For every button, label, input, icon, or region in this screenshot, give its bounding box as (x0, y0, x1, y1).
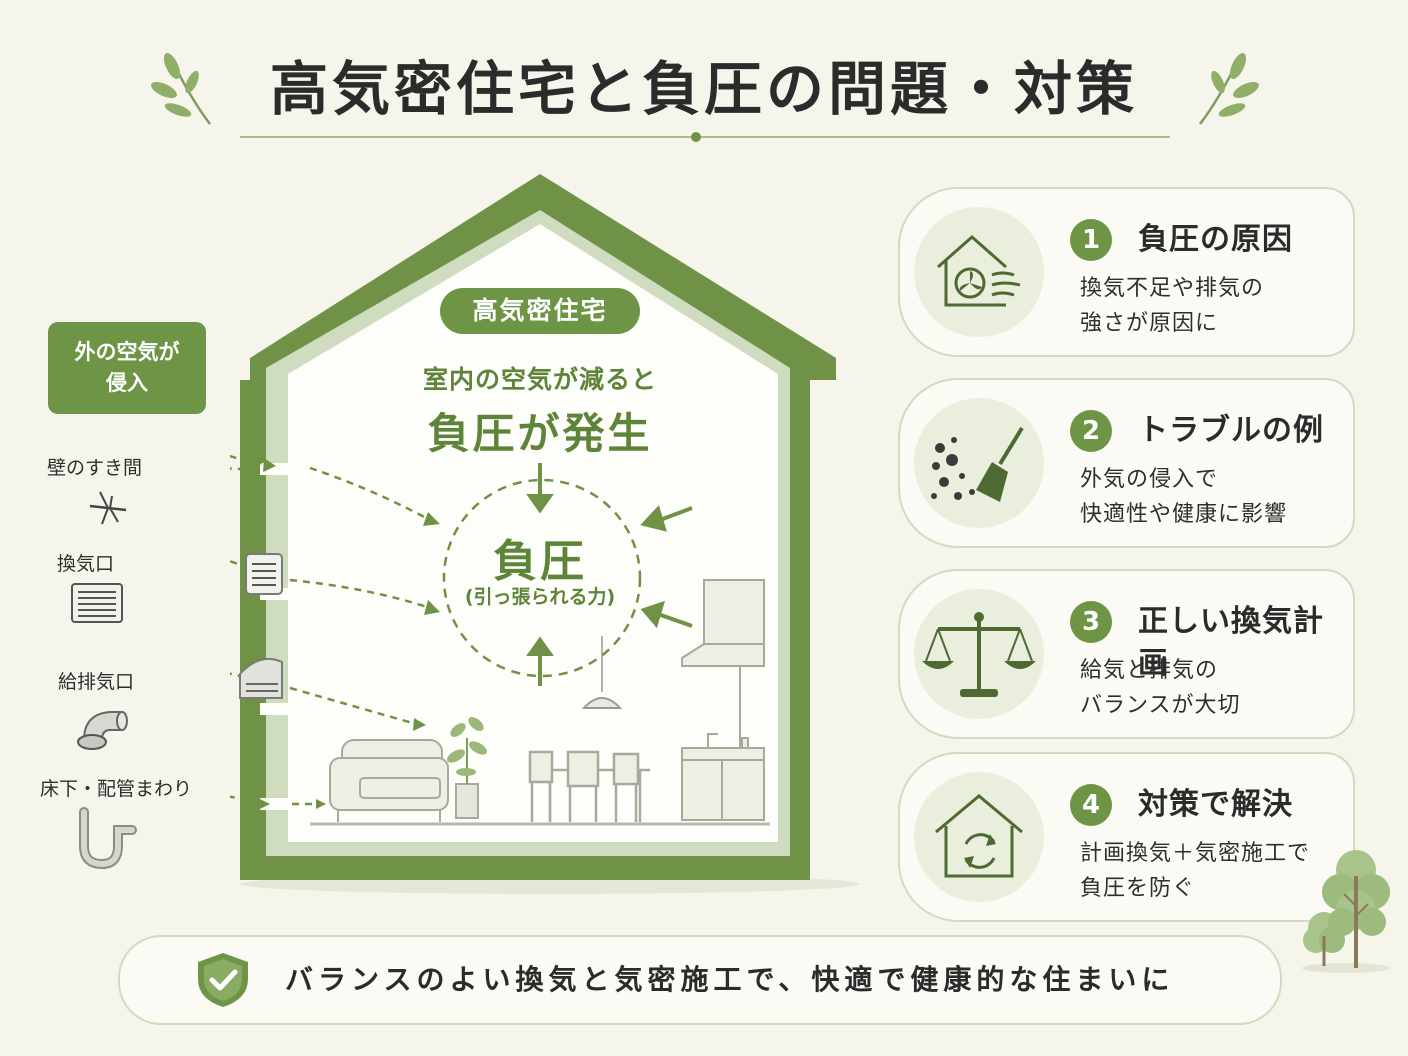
info-card-1: 1 負圧の原因 換気不足や排気の 強さが原因に (898, 187, 1355, 357)
info-card-3: 3 正しい換気計画 給気と排気の バランスが大切 (898, 569, 1355, 739)
duct-hood-icon (77, 711, 128, 750)
shield-check-icon (198, 953, 248, 1007)
footer-banner: バランスのよい換気と気密施工で、快適で健康的な住まいに (118, 935, 1282, 1025)
negative-pressure-sublabel: (引っ張られる力) (464, 586, 616, 608)
source-label-wall-gap: 壁のすき間 (47, 457, 143, 479)
source-label-vent: 換気口 (57, 553, 115, 575)
page-title: 高気密住宅と負圧の問題・対策 (269, 55, 1138, 123)
card-number: 3 (1070, 601, 1112, 643)
dust-broom-icon (931, 426, 1024, 502)
house-subtitle: 室内の空気が減ると (422, 365, 657, 394)
leaf-branch-right-icon (1199, 53, 1259, 125)
dining-set-icon (528, 750, 650, 822)
wall-vent-icon (245, 553, 283, 595)
card-description: 計画換気＋気密施工で 負圧を防ぐ (1080, 841, 1311, 901)
house-fan-icon (937, 234, 1021, 307)
card-title: 対策で解決 (1138, 787, 1293, 822)
vent-grille-icon (71, 583, 123, 623)
card-number: 2 (1070, 410, 1112, 452)
card-description: 外気の侵入で 快適性や健康に影響 (1080, 467, 1288, 527)
info-card-4: 4 対策で解決 計画換気＋気密施工で 負圧を防ぐ (898, 752, 1355, 922)
house-headline: 負圧が発生 (427, 409, 653, 458)
card-icon-circle (914, 772, 1044, 902)
footer-message: バランスのよい換気と気密施工で、快適で健康的な住まいに (285, 963, 1175, 996)
trees-icon (1302, 850, 1390, 973)
kitchen-icon (681, 579, 765, 821)
pipe-icon (79, 807, 137, 870)
card-description: 換気不足や排気の 強さが原因に (1080, 276, 1265, 336)
sofa-icon (329, 739, 449, 822)
card-icon-circle (914, 207, 1044, 337)
card-title: 負圧の原因 (1138, 222, 1293, 257)
leaf-branch-left-icon (151, 53, 211, 125)
card-icon-circle (914, 589, 1044, 719)
wall-gap-icon (89, 491, 127, 525)
card-title: トラブルの例 (1138, 413, 1324, 448)
info-card-2: 2 トラブルの例 外気の侵入で 快適性や健康に影響 (898, 378, 1355, 548)
card-number: 1 (1070, 219, 1112, 261)
wall-hood-icon (239, 658, 283, 699)
house-type-badge: 高気密住宅 (440, 288, 640, 334)
balance-scale-icon (922, 612, 1036, 697)
plant-icon (446, 717, 488, 819)
title-divider-dot (691, 132, 701, 142)
source-label-underfloor: 床下・配管まわり (40, 778, 193, 800)
house-illustration (230, 174, 860, 894)
card-icon-circle (914, 398, 1044, 528)
card-title: 正しい換気計画 (1138, 604, 1324, 681)
negative-pressure-label: 負圧 (493, 536, 587, 587)
card-description: 給気と排気の バランスが大切 (1080, 658, 1241, 718)
source-label-supply-exhaust: 給排気口 (58, 671, 135, 693)
title-divider (240, 136, 1170, 138)
pendant-lamp-icon (581, 636, 623, 709)
outside-air-label: 外の空気が 侵入 (48, 322, 206, 414)
house-cycle-icon (935, 794, 1023, 878)
card-number: 4 (1070, 784, 1112, 826)
